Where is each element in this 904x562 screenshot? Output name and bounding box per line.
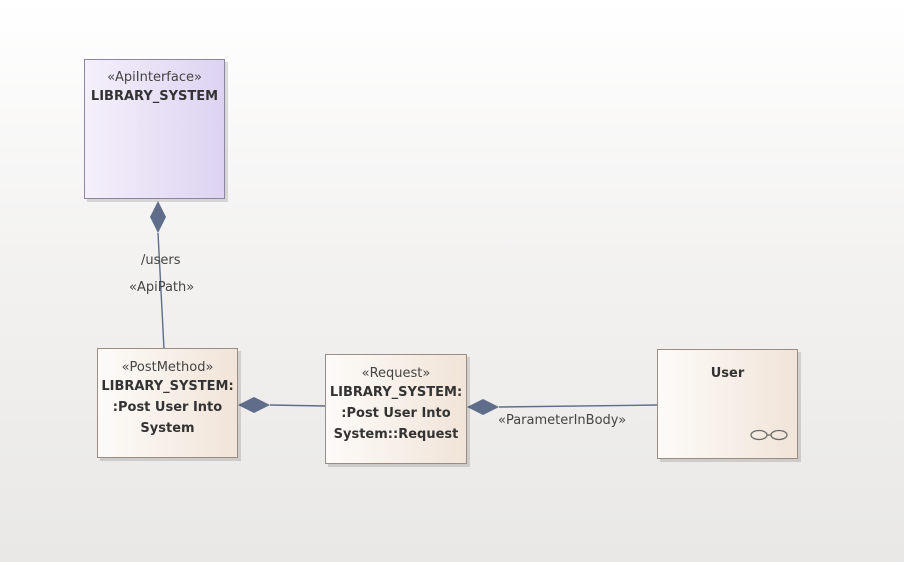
request-name-line-1: LIBRARY_SYSTEM:: [329, 385, 463, 400]
binoculars-icon: [750, 429, 788, 441]
request-name-line-2: :Post User Into: [341, 406, 451, 421]
post-method-name-line-2: :Post User Into: [112, 400, 223, 415]
request-node[interactable]: «Request» LIBRARY_SYSTEM: :Post User Int…: [325, 354, 467, 464]
composition-diamond-request: [238, 397, 270, 413]
parameter-connector[interactable]: [498, 404, 658, 408]
api-path-role-label: /users: [141, 253, 181, 268]
api-path-connector[interactable]: [157, 232, 165, 350]
request-connector[interactable]: [269, 404, 327, 407]
request-stereotype: «Request»: [361, 366, 431, 381]
api-interface-name: LIBRARY_SYSTEM: [90, 89, 219, 104]
composition-diamond-parameter: [467, 399, 499, 415]
post-method-stereotype: «PostMethod»: [121, 360, 214, 375]
api-interface-node[interactable]: «ApiInterface» LIBRARY_SYSTEM: [84, 59, 225, 199]
post-method-name-line-1: LIBRARY_SYSTEM:: [101, 379, 234, 394]
composition-diamond-api-path: [150, 201, 166, 233]
post-method-node[interactable]: «PostMethod» LIBRARY_SYSTEM: :Post User …: [97, 348, 238, 458]
api-path-stereotype-label: «ApiPath»: [129, 280, 195, 295]
api-interface-stereotype: «ApiInterface»: [107, 70, 202, 85]
user-name: User: [710, 366, 745, 381]
post-method-name-line-3: System: [140, 421, 195, 436]
request-name-line-3: System::Request: [333, 427, 459, 442]
parameter-stereotype-label: «ParameterInBody»: [498, 413, 627, 428]
user-node[interactable]: User: [657, 349, 798, 459]
